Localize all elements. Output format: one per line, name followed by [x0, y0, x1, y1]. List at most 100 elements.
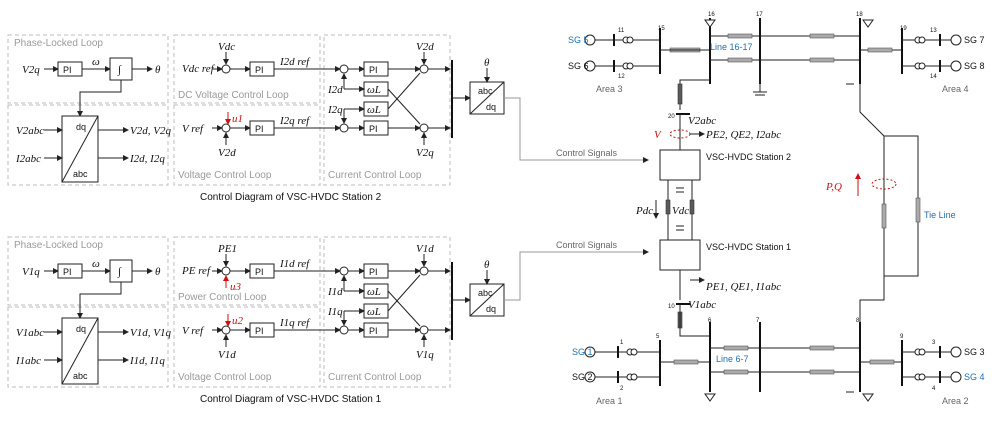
voltage-loop-box-2 — [173, 104, 321, 186]
station1-label: VSC-HVDC Station 1 — [706, 242, 791, 252]
control-signals-label-top: Control Signals — [556, 148, 618, 158]
sum-junction-iq1 — [339, 325, 349, 335]
omega-label-2: ω — [92, 56, 100, 68]
area-2-label: Area 2 — [942, 396, 969, 406]
theta-label-2: θ — [155, 64, 161, 76]
voltage-pi-label-2: PI — [255, 124, 264, 134]
pll-pi-label-1: PI — [63, 267, 72, 277]
node-4: 4 — [932, 386, 936, 392]
v-ref-label-1: V ref — [182, 325, 205, 337]
sg6-label: SG 6 — [568, 61, 589, 71]
power-grid-diagram: Control Signals Control Signals SG 5 SG … — [504, 12, 985, 406]
u1-label: u1 — [232, 113, 243, 125]
u2-label: u2 — [232, 315, 244, 327]
pe1-feedback-label: PE1 — [217, 243, 237, 255]
area-4-label: Area 4 — [942, 84, 969, 94]
tie-line-segment-a — [881, 203, 887, 229]
node-7: 7 — [756, 318, 760, 324]
station1-caption: Control Diagram of VSC-HVDC Station 1 — [200, 394, 382, 405]
v2d-top-label: V2d — [416, 41, 434, 53]
abc-label-1: abc — [73, 371, 88, 381]
current-pi-d-label-1: PI — [369, 267, 378, 277]
node-1: 1 — [620, 340, 624, 346]
theta-input-label-2: θ — [484, 57, 490, 69]
sum-junction-id1 — [339, 266, 349, 276]
v1abc-input: V1abc — [16, 327, 44, 339]
sg4-label: SG 4 — [964, 372, 985, 382]
node-19: 19 — [900, 26, 907, 32]
power-loop-label: Power Control Loop — [178, 292, 267, 303]
vsc-station1-symbol — [659, 239, 701, 271]
sg1-label: SG 1 — [572, 347, 593, 357]
v2abc-input: V2abc — [16, 125, 44, 137]
sg5-label: SG 5 — [568, 35, 589, 45]
node-9: 9 — [900, 334, 904, 340]
node-16: 16 — [708, 12, 715, 18]
pq-label: P,Q — [825, 181, 842, 193]
node-6: 6 — [708, 318, 712, 324]
current-loop-label-2: Current Control Loop — [328, 170, 422, 181]
current-loop-box-1 — [323, 236, 451, 388]
sum-junction-v1 — [221, 325, 231, 335]
sg2-label: SG 2 — [572, 372, 593, 382]
sum-junction-v2 — [221, 123, 231, 133]
load-6-icon — [704, 393, 716, 402]
generator-sg3-symbol — [950, 346, 962, 358]
node-13: 13 — [930, 28, 937, 34]
wl-d-label-2: ωL — [367, 84, 381, 96]
pe1-grid-label: PE1, QE1, I1abc — [705, 281, 781, 293]
current-pi-q-label-1: PI — [369, 326, 378, 336]
sum-junction-p — [221, 266, 231, 276]
power-pi-label: PI — [255, 267, 264, 277]
voltage-loop-box-1 — [173, 306, 321, 388]
sg3-label: SG 3 — [964, 347, 985, 357]
line-16-17-label: Line 16-17 — [710, 42, 753, 52]
vdc-feedback-label: Vdc — [218, 41, 235, 53]
node-3: 3 — [932, 340, 936, 346]
transform-box-2 — [7, 104, 169, 186]
station2-control-diagram: Phase-Locked Loop DC Voltage Control Loo… — [7, 34, 505, 203]
load-16-icon — [704, 19, 716, 28]
current-loop-label-1: Current Control Loop — [328, 372, 422, 383]
pll-loop-box-1 — [7, 236, 169, 306]
integral-symbol-1: ∫ — [117, 266, 122, 278]
wl-d-label-1: ωL — [367, 286, 381, 298]
v2abc-grid-label: V2abc — [688, 115, 716, 127]
integral-symbol-2: ∫ — [117, 64, 122, 76]
sum-junction-id2 — [339, 64, 349, 74]
i2d-i2q-output: I2d, I2q — [129, 153, 165, 165]
station2-caption: Control Diagram of VSC-HVDC Station 2 — [200, 192, 382, 203]
v2d-feedback-label: V2d — [218, 147, 236, 159]
theta-label-1: θ — [155, 266, 161, 278]
area-1-label: Area 1 — [596, 396, 623, 406]
node-10: 10 — [668, 304, 675, 310]
pe2-grid-label: PE2, QE2, I2abc — [705, 129, 781, 141]
generator-sg4-symbol — [950, 371, 962, 383]
pll-loop-box-2 — [7, 34, 169, 104]
dc-loop-label: DC Voltage Control Loop — [178, 90, 289, 101]
sum-junction-iq2 — [339, 123, 349, 133]
wl-q-label-1: ωL — [367, 306, 381, 318]
sum-junction-vq1 — [419, 325, 429, 335]
generator-sg7-symbol — [950, 34, 962, 46]
abc-top-label-1: abc — [478, 288, 493, 298]
abc-label-2: abc — [73, 169, 88, 179]
vdc-ref-label: Vdc ref — [182, 63, 216, 75]
v2d-v2q-output: V2d, V2q — [130, 125, 171, 137]
dq-bottom-label-2: dq — [486, 102, 496, 112]
i2q-ref-label: I2q ref — [279, 115, 311, 127]
voltage-loop-label-2: Voltage Control Loop — [178, 170, 272, 181]
dq-label-1: dq — [76, 324, 86, 334]
dq-label-2: dq — [76, 122, 86, 132]
control-signals-label-bot: Control Signals — [556, 240, 618, 250]
i2q-label: I2q — [327, 104, 343, 116]
node-20: 20 — [668, 114, 675, 120]
i1d-i1q-output: I1d, I1q — [129, 355, 165, 367]
current-loop-box-2 — [323, 34, 451, 186]
voltage-loop-label-1: Voltage Control Loop — [178, 372, 272, 383]
i2d-label: I2d — [327, 84, 343, 96]
pe-ref-label: PE ref — [181, 265, 212, 277]
node-8: 8 — [856, 318, 860, 324]
v1q-bottom-label: V1q — [416, 349, 434, 361]
